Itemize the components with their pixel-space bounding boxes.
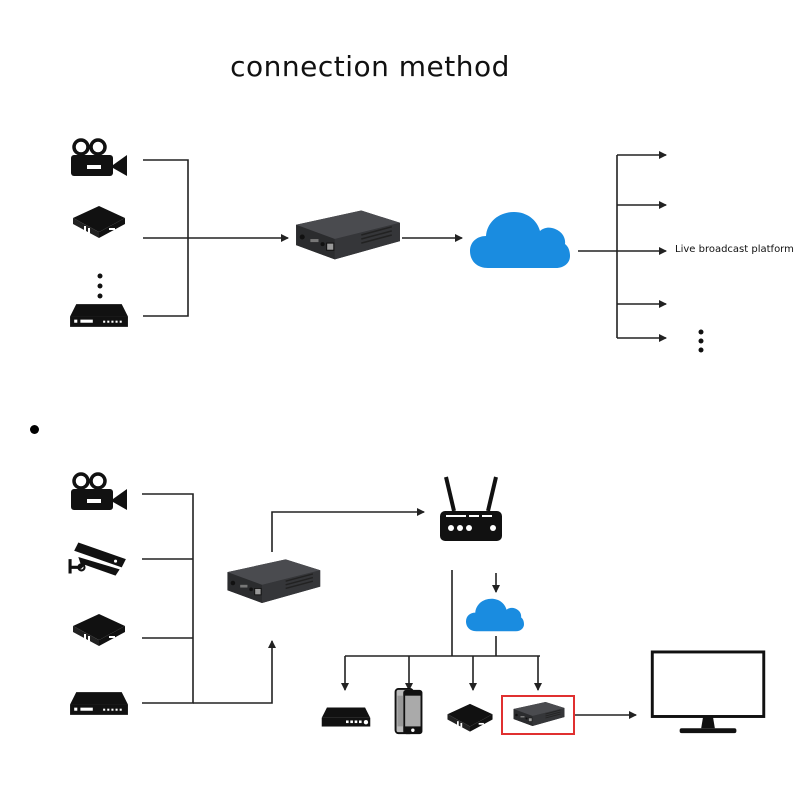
encoder-box-icon — [226, 558, 321, 604]
source-bus-lines — [143, 151, 667, 342]
lan-lines — [142, 493, 637, 719]
set-top-box-icon — [73, 206, 125, 238]
section-bullet — [30, 425, 39, 434]
encoder-box-icon — [295, 209, 401, 261]
cloud-icon — [466, 598, 524, 632]
live-broadcast-platform-label: Live broadcast platform — [675, 244, 794, 255]
diagram2 — [68, 472, 766, 736]
to-encoder-arrow — [193, 640, 276, 704]
cloud-icon — [470, 212, 570, 268]
nvr-icon — [321, 707, 371, 727]
set-top-box-icon — [447, 703, 493, 732]
decoder-box-icon — [513, 701, 565, 727]
dvr-icon — [70, 304, 128, 327]
video-camera-icon — [69, 138, 129, 178]
cctv-camera-icon — [68, 540, 128, 578]
vertical-ellipsis-icon — [97, 273, 103, 299]
dvr-icon — [70, 692, 128, 715]
vertical-ellipsis-icon — [698, 329, 704, 353]
smartphone-icon — [394, 688, 424, 736]
diagram1 — [69, 138, 704, 353]
monitor-icon — [650, 650, 766, 735]
set-top-box-icon — [73, 614, 125, 646]
router-icon — [440, 477, 502, 541]
page-title: connection method — [230, 50, 510, 83]
to-router-arrow — [271, 508, 425, 552]
decoder-highlight-box — [501, 695, 575, 735]
video-camera-icon — [69, 472, 129, 512]
